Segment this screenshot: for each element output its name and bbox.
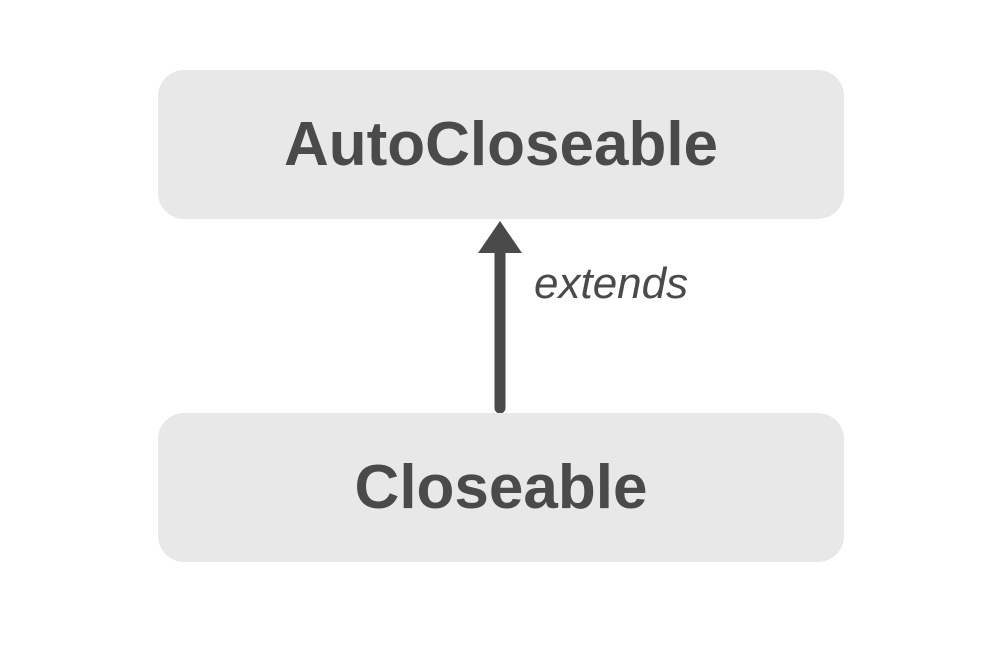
node-autocloseable: AutoCloseable <box>158 70 844 219</box>
node-autocloseable-label: AutoCloseable <box>283 109 719 179</box>
extends-label: extends <box>534 259 689 308</box>
arrow-head-icon <box>478 221 522 253</box>
node-closeable-label: Closeable <box>354 452 648 522</box>
node-closeable: Closeable <box>158 413 844 562</box>
